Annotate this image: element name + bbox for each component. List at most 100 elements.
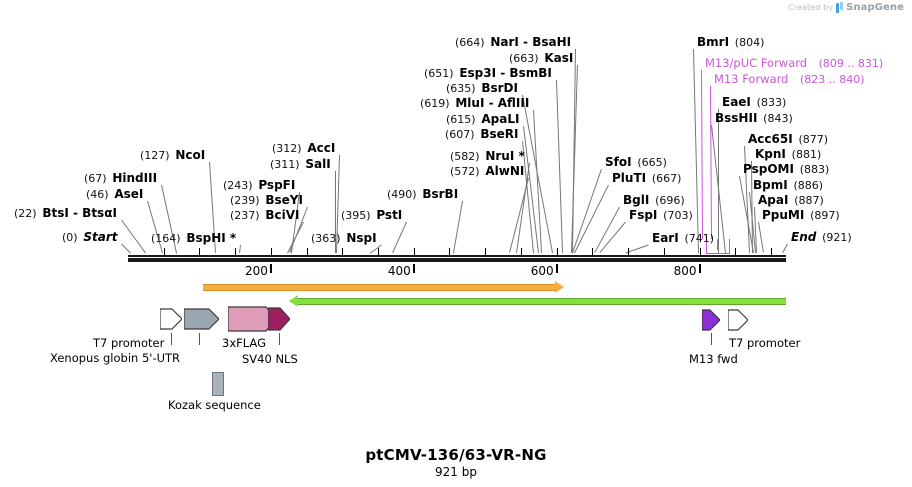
feature-label: M13 fwd [689,352,738,366]
enzyme-site-position: (237) [230,209,260,222]
feature-arrow-t7-promoter-right[interactable] [727,308,749,336]
feature-arrow-xenopus-globin-5-utr[interactable] [183,307,220,335]
enzyme-site-name: PstI [376,208,403,222]
enzyme-site-position: (311) [270,158,300,171]
enzyme-site-label: (582) NruI * [450,150,525,163]
enzyme-site-label: (615) ApaLI [446,113,519,126]
site-leader-line [335,171,336,253]
enzyme-site-name: SfoI [605,155,632,169]
enzyme-site-position: (67) [84,172,107,185]
ruler-minor-tick [663,248,665,256]
range-feature-arrowhead [288,295,298,307]
enzyme-site-position: (664) [455,36,485,49]
site-leader-line [239,244,241,254]
enzyme-site-position: (703) [663,209,693,222]
enzyme-site-name: EaeI [722,95,751,109]
ruler-minor-tick [235,248,237,256]
enzyme-site-position: (897) [810,209,840,222]
enzyme-site-label: (619) MluI - AflIII [420,97,529,110]
enzyme-site-label: BpmI (886) [753,179,823,192]
enzyme-site-position: (239) [230,194,260,207]
enzyme-site-name: NcoI [175,148,206,162]
primer-range: (823 .. 840) [799,73,865,86]
ruler-minor-tick [520,248,522,256]
ruler-minor-tick [199,248,201,256]
feature-arrow-sv40-nls[interactable] [267,306,291,336]
feature-label: 3xFLAG [222,336,266,350]
feature-arrow-t7-promoter[interactable] [159,307,183,335]
primer-name: M13 Forward [714,72,789,86]
feature-label-stem [711,333,712,345]
ruler-baseline [128,255,786,262]
ruler-minor-tick [628,248,630,256]
ruler-minor-tick [556,248,558,256]
enzyme-site-name: PspOMI [743,162,794,176]
ruler-minor-tick [163,248,165,256]
ruler-baseline-gap [128,257,786,258]
enzyme-site-name: HindIII [112,171,158,185]
enzyme-site-name: SalI [305,157,331,171]
feature-label-stem [171,333,172,345]
site-leader-line [121,243,131,254]
enzyme-site-label: (363) NspI [311,232,377,245]
range-feature-bar [203,284,555,291]
enzyme-site-position: (395) [341,209,371,222]
enzyme-site-name: Esp3I - BsmBI [459,66,552,80]
feature-label: T7 promoter [729,336,801,350]
enzyme-site-label: (22) BtsI - BtsαI [14,207,117,220]
enzyme-site-position: (635) [446,82,476,95]
feature-arrow-m13-fwd[interactable] [701,308,721,336]
site-leader-line [782,243,788,254]
enzyme-site-name: BssHII [715,111,758,125]
feature-label-stem [279,333,280,345]
enzyme-site-name: NspI [346,231,377,245]
snapgene-logo-icon [836,2,844,13]
enzyme-site-position: (243) [223,179,253,192]
enzyme-site-name: BseRI [480,127,519,141]
enzyme-site-name: End [791,230,817,244]
ruler-major-tick [698,264,701,273]
enzyme-site-name: BsrBI [422,187,459,201]
ruler-tick-label: 600 [530,264,554,278]
enzyme-site-label: (243) PspFI [223,179,295,192]
enzyme-site-label: (239) BseYI [230,194,303,207]
enzyme-site-name: KasI [544,51,574,65]
enzyme-site-name: Acc65I [748,132,793,146]
watermark-brand-label: SnapGene [846,2,904,13]
enzyme-site-label: (0) Start [62,231,117,244]
enzyme-site-position: (619) [420,97,450,110]
ruler-tick-label: 200 [244,264,268,278]
enzyme-site-name: NarI - BsaHI [490,35,572,49]
ruler-minor-tick [592,248,594,256]
enzyme-site-position: (881) [791,148,822,161]
site-leader-line [718,109,719,253]
enzyme-site-name: AlwNI [485,164,525,178]
enzyme-site-label: PpuMI (897) [762,209,840,222]
enzyme-site-position: (665) [637,156,667,169]
enzyme-site-position: (572) [450,165,480,178]
ruler-minor-tick [485,248,487,256]
enzyme-site-label: Acc65I (877) [748,133,828,146]
enzyme-site-label: End (921) [791,231,852,244]
enzyme-site-name: PpuMI [762,208,805,222]
enzyme-site-position: (843) [763,112,793,125]
ruler-minor-tick [342,248,344,256]
enzyme-site-position: (127) [140,149,170,162]
enzyme-site-position: (490) [387,188,417,201]
enzyme-site-name: MluI - AflIII [455,96,530,110]
ruler-minor-tick [449,248,451,256]
enzyme-site-name: FspI [629,208,658,222]
page-title: ptCMV-136/63-VR-NG [365,446,547,464]
ruler-minor-tick [770,248,772,256]
enzyme-site-label: (663) KasI [509,52,573,65]
primer-range: (809 .. 831) [818,57,884,70]
enzyme-site-position: (667) [651,172,682,185]
site-leader-line [594,206,620,254]
enzyme-site-name: ApaLI [481,112,520,126]
ruler-major-tick [269,264,272,273]
enzyme-site-position: (887) [794,194,824,207]
feature-label: T7 promoter [93,336,165,350]
feature-box-kozak-sequence[interactable] [212,372,224,396]
enzyme-site-name: BglI [623,193,650,207]
enzyme-site-name: Start [83,230,118,244]
